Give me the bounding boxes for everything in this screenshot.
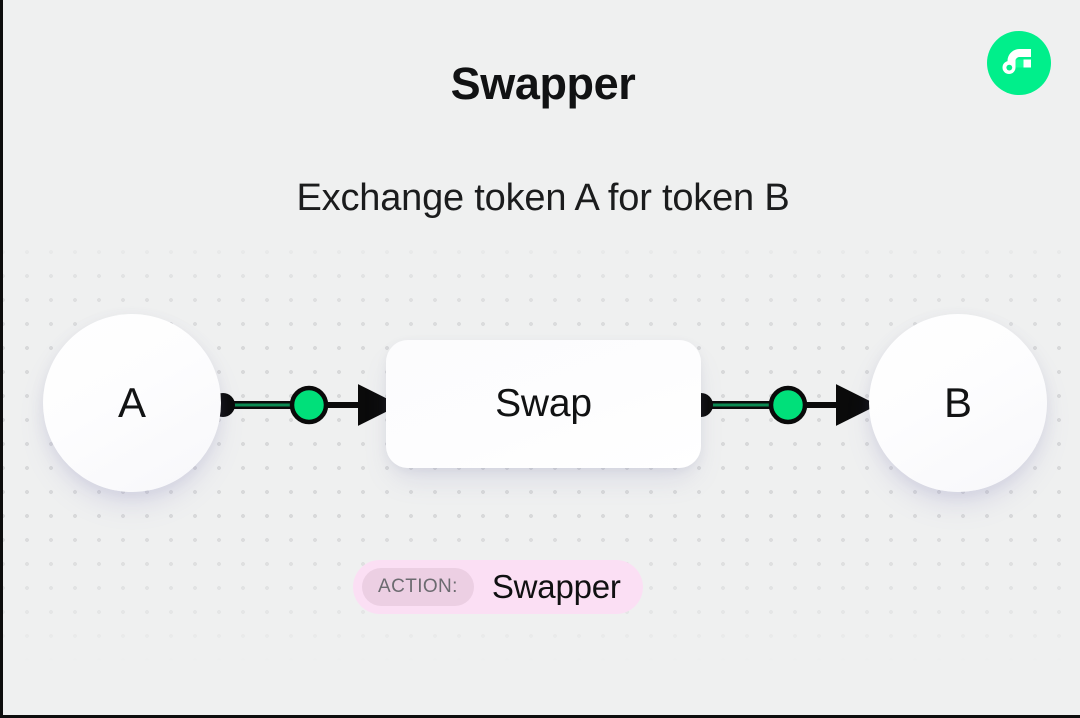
page-title: Swapper bbox=[450, 58, 636, 109]
flow-logo-icon bbox=[987, 31, 1051, 95]
node-token-a[interactable]: A bbox=[43, 314, 221, 492]
node-token-b[interactable]: B bbox=[869, 314, 1047, 492]
node-swap[interactable]: Swap bbox=[386, 340, 701, 468]
action-badge: ACTION: Swapper bbox=[353, 560, 643, 614]
page-subtitle: Exchange token A for token B bbox=[296, 177, 790, 219]
node-swap-label: Swap bbox=[495, 382, 592, 425]
node-token-a-label: A bbox=[117, 379, 146, 426]
edge-swap-to-token-b bbox=[689, 384, 878, 426]
node-token-b-label: B bbox=[943, 379, 972, 426]
edge-token-a-to-swap bbox=[211, 384, 400, 426]
action-chip-label: ACTION: bbox=[362, 568, 474, 606]
edge-midpoint-dot-a bbox=[289, 385, 329, 425]
action-value: Swapper bbox=[491, 568, 621, 605]
edge-midpoint-dot-b bbox=[768, 385, 808, 425]
